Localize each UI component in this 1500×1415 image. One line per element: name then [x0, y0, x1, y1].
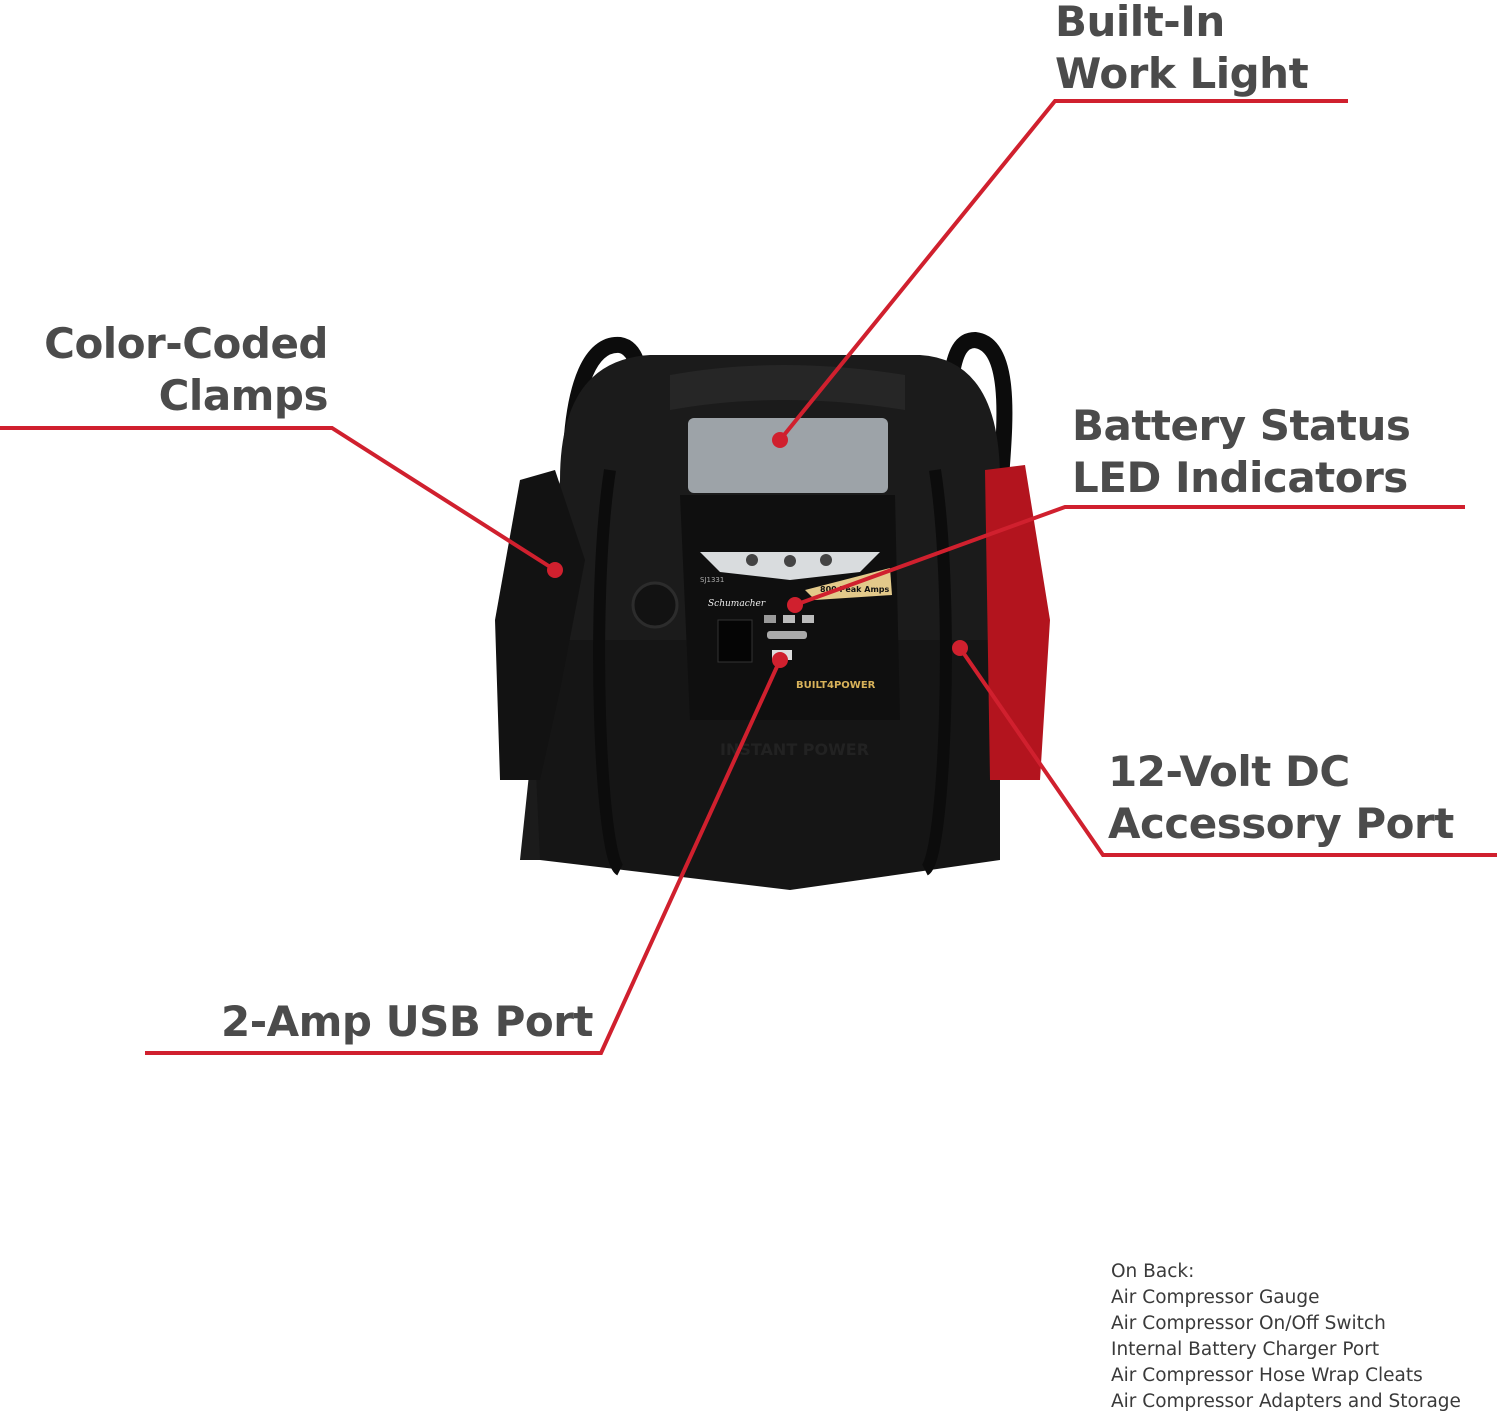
callout-dc-port: 12-Volt DC Accessory Port — [1108, 746, 1454, 850]
callout-text: Accessory Port — [1108, 799, 1454, 848]
test-button — [767, 631, 807, 639]
callout-dot — [547, 562, 563, 578]
brand-logo: Schumacher — [708, 599, 766, 609]
black-cable-front — [593, 469, 625, 876]
red-cable-front — [920, 469, 952, 876]
red-clamp — [985, 465, 1050, 780]
callout-line-clamps — [0, 426, 557, 572]
callout-text: Built-In — [1055, 0, 1225, 46]
on-back-list: On Back: Air Compressor Gauge Air Compre… — [1111, 1259, 1500, 1415]
battery-led-1 — [764, 615, 776, 623]
callout-line-work-light — [778, 99, 1348, 442]
callout-line-usb — [145, 659, 782, 1055]
handle — [670, 365, 905, 410]
callout-line-battery-leds — [794, 505, 1465, 607]
callout-dot — [952, 640, 968, 656]
list-item: Air Compressor Hose Wrap Cleats — [1111, 1365, 1423, 1386]
callout-dot — [787, 597, 803, 613]
callout-text: Battery Status — [1072, 401, 1411, 450]
callout-usb-port: 2-Amp USB Port — [220, 996, 594, 1048]
callout-dot — [772, 432, 788, 448]
callout-text: Color-Coded — [44, 319, 328, 368]
list-item: Air Compressor On/Off Switch — [1111, 1313, 1386, 1334]
led — [784, 555, 796, 567]
battery-led-2 — [783, 615, 795, 623]
power-switch — [717, 619, 753, 663]
rating-text: 800 Peak Amps — [820, 585, 890, 594]
callout-text: LED Indicators — [1072, 453, 1408, 502]
callout-text: Work Light — [1055, 49, 1309, 98]
accessory-port-cap — [631, 581, 679, 629]
callout-battery-leds: Battery Status LED Indicators — [1072, 400, 1411, 504]
callout-text: Clamps — [158, 371, 329, 420]
list-item: Internal Battery Charger Port — [1111, 1339, 1380, 1360]
callout-text: 12-Volt DC — [1108, 747, 1350, 796]
list-item: Air Compressor Gauge — [1111, 1287, 1320, 1308]
built4power-logo: BUILT4POWER — [796, 680, 876, 691]
model-text: SJ1331 — [700, 576, 724, 584]
callout-dot — [772, 652, 788, 668]
callout-clamps: Color-Coded Clamps — [44, 318, 328, 422]
callout-text: 2-Amp USB Port — [220, 997, 594, 1046]
callout-work-light: Built-In Work Light — [1055, 0, 1309, 100]
on-back-heading: On Back: — [1111, 1261, 1195, 1282]
embossed-logo: INSTANT POWER — [720, 740, 869, 759]
led — [746, 554, 758, 566]
callout-line-dc-port — [958, 646, 1497, 857]
work-light-label — [688, 418, 888, 493]
list-item: Air Compressor Adapters and Storage Bag — [1111, 1391, 1461, 1412]
led — [820, 554, 832, 566]
battery-led-3 — [802, 615, 814, 623]
